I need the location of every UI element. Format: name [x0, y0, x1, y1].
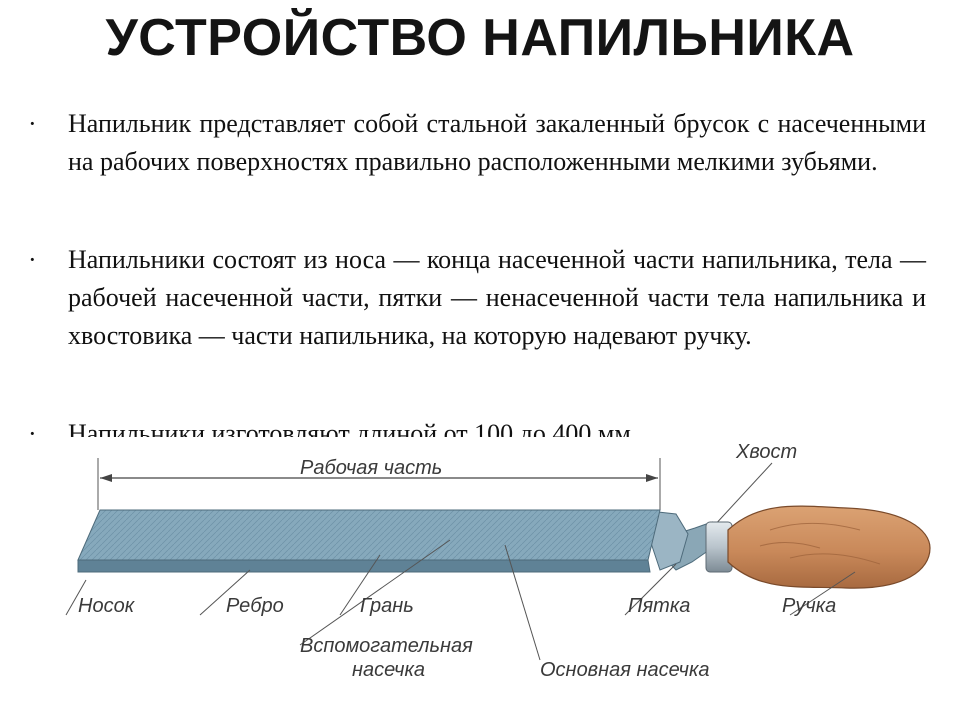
handle-label: Ручка — [782, 595, 836, 617]
bullet-text: Напильники состоят из носа — конца насеч… — [68, 245, 926, 350]
handle — [727, 505, 931, 589]
main-cut-label: Основная насечка — [540, 659, 710, 681]
auxiliary-cut-label-2: насечка — [352, 659, 425, 681]
file-face — [77, 509, 661, 561]
tail-leader — [711, 462, 773, 529]
bullet-item: · Напильники состоят из носа — конца нас… — [28, 241, 926, 355]
file-diagram: Рабочая часть Хвост Носок Ребро Грань Пя… — [65, 441, 931, 681]
face-label: Грань — [360, 595, 414, 617]
bullet-marker: · — [28, 109, 37, 138]
bullet-text: Напильник представляет собой стальной за… — [68, 109, 926, 176]
working-part-label: Рабочая часть — [300, 457, 442, 479]
bullet-item: · Напильник представляет собой стальной … — [28, 105, 926, 181]
tail-label: Хвост — [735, 441, 797, 463]
working-part-dimension — [97, 458, 661, 510]
tip-label: Носок — [78, 595, 136, 617]
bullet-text: Напильники изготовляют длиной от 100 до … — [68, 419, 638, 437]
leader-lines — [65, 539, 856, 661]
bullet-marker: · — [28, 419, 37, 437]
page-title: УСТРОЙСТВО НАПИЛЬНИКА — [105, 9, 855, 67]
auxiliary-cut-label-1: Вспомогательная — [300, 635, 473, 657]
edge-label: Ребро — [226, 595, 284, 617]
bullet-marker: · — [28, 245, 37, 274]
wood-grain — [759, 522, 881, 565]
bullet-list: · Напильник представляет собой стальной … — [0, 105, 960, 437]
file-edge — [77, 559, 651, 573]
heel-label: Пятка — [628, 595, 690, 617]
bullet-item: · Напильники изготовляют длиной от 100 д… — [28, 415, 926, 437]
